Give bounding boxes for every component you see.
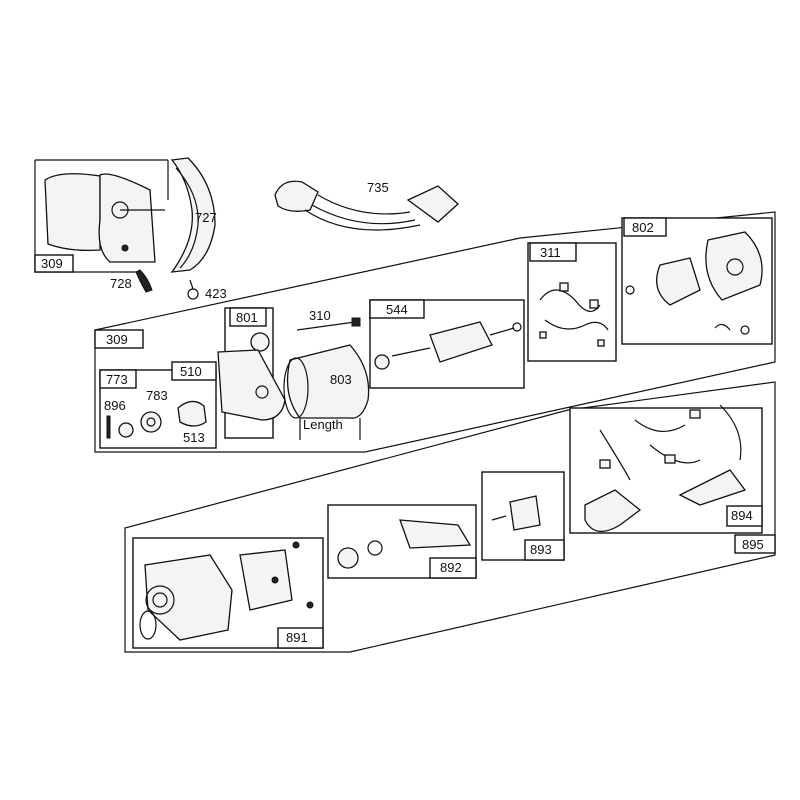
armature-part — [429, 321, 493, 363]
label-box-309-band — [94, 329, 144, 349]
screw-423-part: 423 — [187, 279, 227, 301]
box-894: 894 — [569, 404, 763, 534]
label-513: 513 — [183, 430, 205, 445]
box-773-510: 773 510 896 783 513 — [99, 361, 217, 449]
washer-544-part — [374, 354, 390, 370]
box-802: 802 — [621, 217, 773, 345]
label-310: 310 — [309, 308, 331, 323]
label-892: 892 — [440, 560, 462, 575]
pin-728-part: 728 — [110, 269, 153, 293]
spring-clip-part — [106, 415, 111, 439]
brush-holder-part — [656, 257, 701, 306]
label-727: 727 — [195, 210, 217, 225]
label-309-top: 309 — [41, 256, 63, 271]
box-892: 892 — [327, 504, 477, 579]
end-cap-801-part — [217, 349, 286, 421]
label-891: 891 — [286, 630, 308, 645]
label-423: 423 — [205, 286, 227, 301]
label-773: 773 — [106, 372, 128, 387]
switch-893-part — [509, 495, 541, 531]
blower-shroud-part: 727 — [170, 157, 217, 273]
thru-bolt-310: 310 — [296, 308, 361, 331]
gear-783-part — [140, 411, 162, 433]
end-frame-part — [705, 231, 763, 301]
label-801: 801 — [236, 310, 258, 325]
group-309-top: 309 — [34, 159, 169, 273]
mount-plate-part — [239, 549, 293, 611]
plunger-part — [337, 547, 359, 569]
label-894: 894 — [731, 508, 753, 523]
label-735: 735 — [367, 180, 389, 195]
motor-housing-803: 803 Length — [283, 344, 370, 440]
label-896: 896 — [104, 398, 126, 413]
label-728: 728 — [110, 276, 132, 291]
label-length: Length — [303, 417, 343, 432]
box-891: 891 — [132, 537, 324, 649]
label-803: 803 — [330, 372, 352, 387]
cap-seal-part — [250, 332, 270, 352]
label-box-309-top — [34, 254, 74, 273]
label-box-895 — [734, 534, 776, 554]
label-309-band: 309 — [106, 332, 128, 347]
bracket-892-part — [399, 519, 472, 549]
group-895-band: 895 — [124, 381, 776, 653]
solenoid-part — [144, 554, 233, 641]
label-311: 311 — [540, 245, 561, 260]
box-801: 801 — [217, 307, 286, 439]
brush-part — [559, 282, 569, 292]
connector-894-part — [678, 469, 747, 506]
box-544: 544 — [369, 299, 525, 389]
label-783: 783 — [146, 388, 168, 403]
box-893: 893 — [481, 471, 565, 561]
group-309-band: 309 — [94, 211, 776, 453]
label-893: 893 — [530, 542, 552, 557]
label-510: 510 — [180, 364, 202, 379]
label-802: 802 — [632, 220, 654, 235]
label-895: 895 — [742, 537, 764, 552]
washer-part — [118, 422, 134, 438]
engine-housing-part — [44, 173, 165, 263]
harness-plug-part — [584, 489, 642, 532]
power-cord-part: 735 — [274, 180, 459, 231]
box-311: 311 — [527, 242, 617, 362]
drive-513-part — [177, 400, 207, 427]
label-544: 544 — [386, 302, 408, 317]
